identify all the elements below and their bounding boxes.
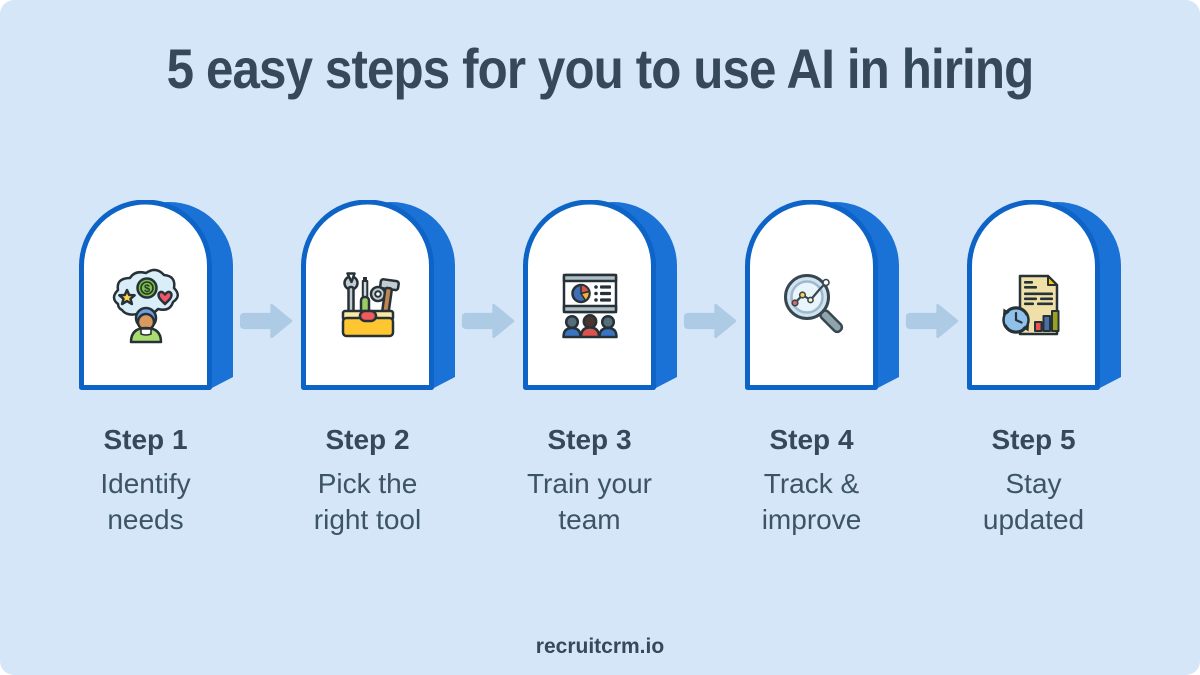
step-description: Train your team — [526, 468, 652, 535]
step-description: Identify needs — [100, 468, 191, 535]
thinking-person-icon: $ — [112, 268, 179, 344]
team-presentation-icon — [562, 273, 618, 339]
step-label: Step 4 — [769, 424, 854, 455]
step-description: Stay updated — [982, 468, 1085, 535]
arch-card — [745, 200, 899, 390]
step-label: Step 5 — [991, 424, 1076, 455]
step-label: Step 2 — [325, 424, 410, 455]
step-card-1: $ Step 1 Identify needs — [79, 200, 233, 538]
arrow-right-icon — [461, 303, 515, 339]
step-card-5: Step 5 Stay updated — [967, 200, 1121, 538]
svg-text:$: $ — [144, 283, 150, 295]
document-refresh-icon — [1002, 274, 1060, 336]
step-card-3: Step 3 Train your team — [523, 200, 677, 538]
step-label: Step 3 — [547, 424, 632, 455]
step-card-2: Step 2 Pick the right tool — [301, 200, 455, 538]
magnifier-chart-icon — [784, 274, 844, 334]
arrow-cell — [233, 302, 301, 340]
toolbox-icon — [341, 272, 400, 338]
step-description: Track & improve — [761, 468, 862, 535]
steps-row: $ Step 1 Identify needs — [79, 200, 1121, 538]
arrow-cell — [677, 302, 745, 340]
arch-card — [523, 200, 677, 390]
arrow-right-icon — [683, 303, 737, 339]
arrow-right-icon — [239, 303, 293, 339]
arch-card: $ — [79, 200, 233, 390]
arch-card — [967, 200, 1121, 390]
step-card-4: Step 4 Track & improve — [745, 200, 899, 538]
arrow-cell — [455, 302, 523, 340]
page-title: 5 easy steps for you to use AI in hiring — [166, 37, 1035, 100]
arrow-cell — [899, 302, 967, 340]
step-description: Pick the right tool — [313, 468, 422, 535]
arch-card — [301, 200, 455, 390]
arrow-right-icon — [905, 303, 959, 339]
brand-footer: recruitcrm.io — [535, 635, 665, 658]
step-label: Step 1 — [103, 424, 188, 455]
